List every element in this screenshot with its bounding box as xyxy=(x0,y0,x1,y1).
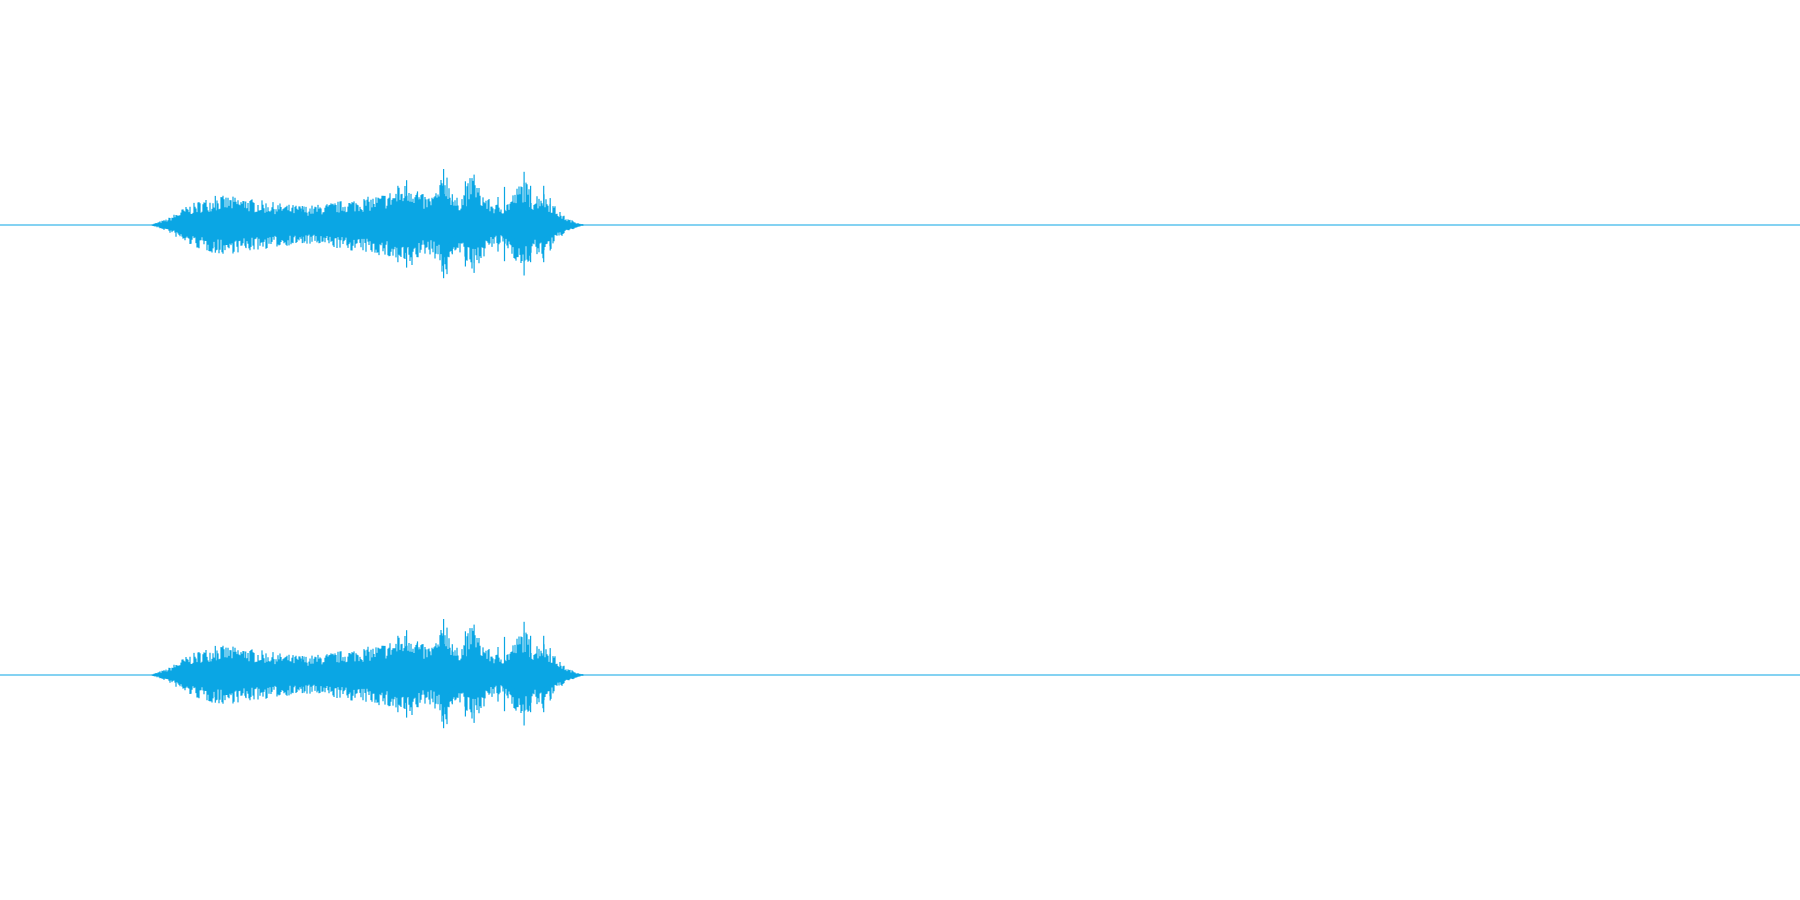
channel-left-track xyxy=(0,169,1800,279)
waveform-core xyxy=(150,204,585,246)
channel-right-track xyxy=(0,619,1800,729)
waveform-core xyxy=(150,654,585,696)
